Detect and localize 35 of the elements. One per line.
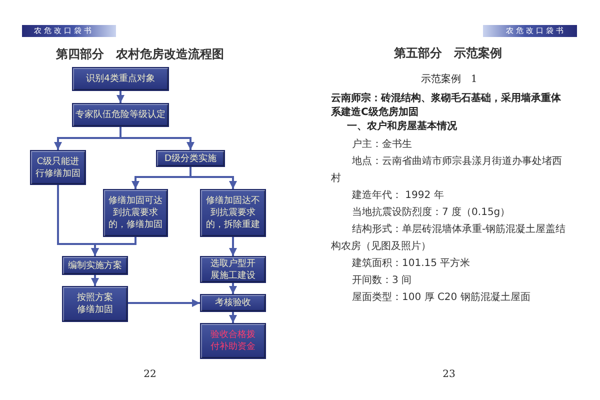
process-box: D级分类实施	[156, 150, 225, 167]
arrow	[128, 299, 200, 307]
case-heading: 示范案例 1	[420, 73, 478, 87]
arrow	[91, 275, 99, 286]
info-line: 结构形式：单层砖混墙体承重-钢筋混凝土屋盖结构农房（见图及照片）	[331, 222, 567, 254]
arrow	[116, 91, 124, 103]
process-box: 按照方案修缮加固	[62, 286, 128, 322]
info-line: 户主：金书生	[351, 138, 413, 152]
process-box: 识别4类重点对象	[72, 67, 169, 91]
case-title: 云南师宗：砖混结构、浆砌毛石基础，采用墙承重体系建造C级危房加固	[331, 92, 562, 120]
info-line: 屋面类型：100 厚 C20 钢筋混凝土屋面	[351, 290, 532, 305]
info-line: 建筑面积：101.15 平方米	[351, 256, 472, 271]
arrow	[229, 283, 237, 294]
process-box: C级只能进行修缮加固	[30, 150, 86, 185]
info-line: 当地抗震设防烈度：7 度（0.15g）	[351, 206, 512, 220]
process-box: 验收合格拨付补助资金	[200, 323, 266, 359]
page-number: 22	[142, 368, 158, 382]
arrow	[229, 237, 237, 256]
page-number: 23	[442, 368, 456, 382]
info-line: 开间数：3 间	[351, 274, 413, 288]
process-box: 专家队伍危险等级认定	[72, 103, 169, 127]
process-box: 修缮加固可达到抗震要求的，修缮加固	[103, 189, 168, 237]
process-box: 修缮加固达不到抗震要求的，拆除重建	[200, 189, 266, 237]
arrow	[91, 237, 136, 256]
info-line: 建造年代： 1992 年	[351, 188, 445, 203]
process-box: 编制实施方案	[62, 256, 128, 275]
arrow	[120, 127, 194, 150]
page-heading: 第四部分 农村危房改造流程图	[55, 46, 225, 63]
info-line: 地点：云南省曲靖市师宗县漾月街道办事处堵西村	[331, 154, 563, 186]
page-heading: 第五部分 示范案例	[393, 45, 503, 62]
process-box: 考核验收	[200, 294, 266, 312]
arrow	[229, 312, 237, 323]
process-box: 选取户型开展施工建设	[200, 256, 266, 283]
section-heading: 一、农户和房屋基本情况	[346, 120, 458, 134]
arrow	[190, 167, 237, 189]
